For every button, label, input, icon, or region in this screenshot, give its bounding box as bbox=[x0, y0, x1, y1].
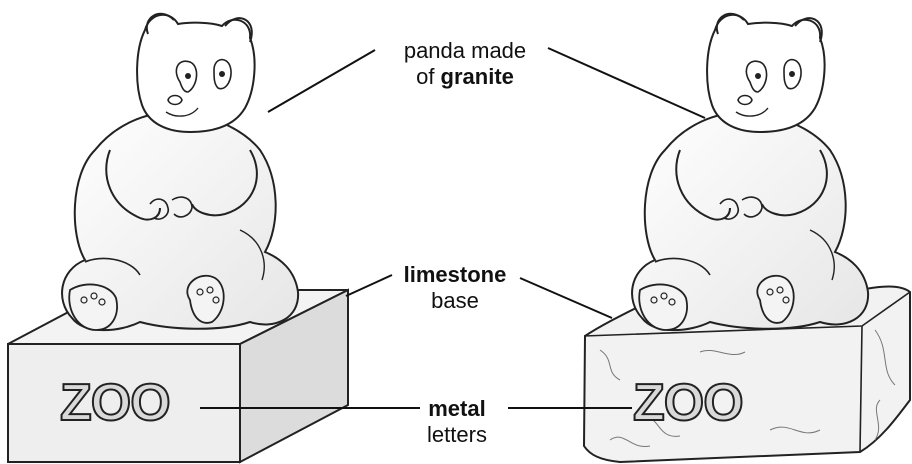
label-panda-line1: panda made bbox=[365, 38, 565, 64]
right-panda bbox=[632, 14, 868, 330]
label-letters-bold: metal bbox=[428, 396, 485, 421]
label-letters-line2: letters bbox=[392, 422, 522, 448]
label-base-bold: limestone bbox=[404, 262, 507, 287]
label-panda-bold: granite bbox=[441, 64, 514, 89]
left-sign-text: ZOO bbox=[60, 374, 170, 432]
left-panda bbox=[62, 14, 298, 330]
label-panda-prefix: of bbox=[416, 64, 440, 89]
right-sign-text: ZOO bbox=[633, 374, 743, 432]
label-panda-granite: panda made of granite bbox=[365, 38, 565, 90]
label-panda-line2: of granite bbox=[365, 64, 565, 90]
label-metal-letters: metal letters bbox=[392, 396, 522, 448]
label-base-line2: base bbox=[375, 288, 535, 314]
label-limestone-base: limestone base bbox=[375, 262, 535, 314]
